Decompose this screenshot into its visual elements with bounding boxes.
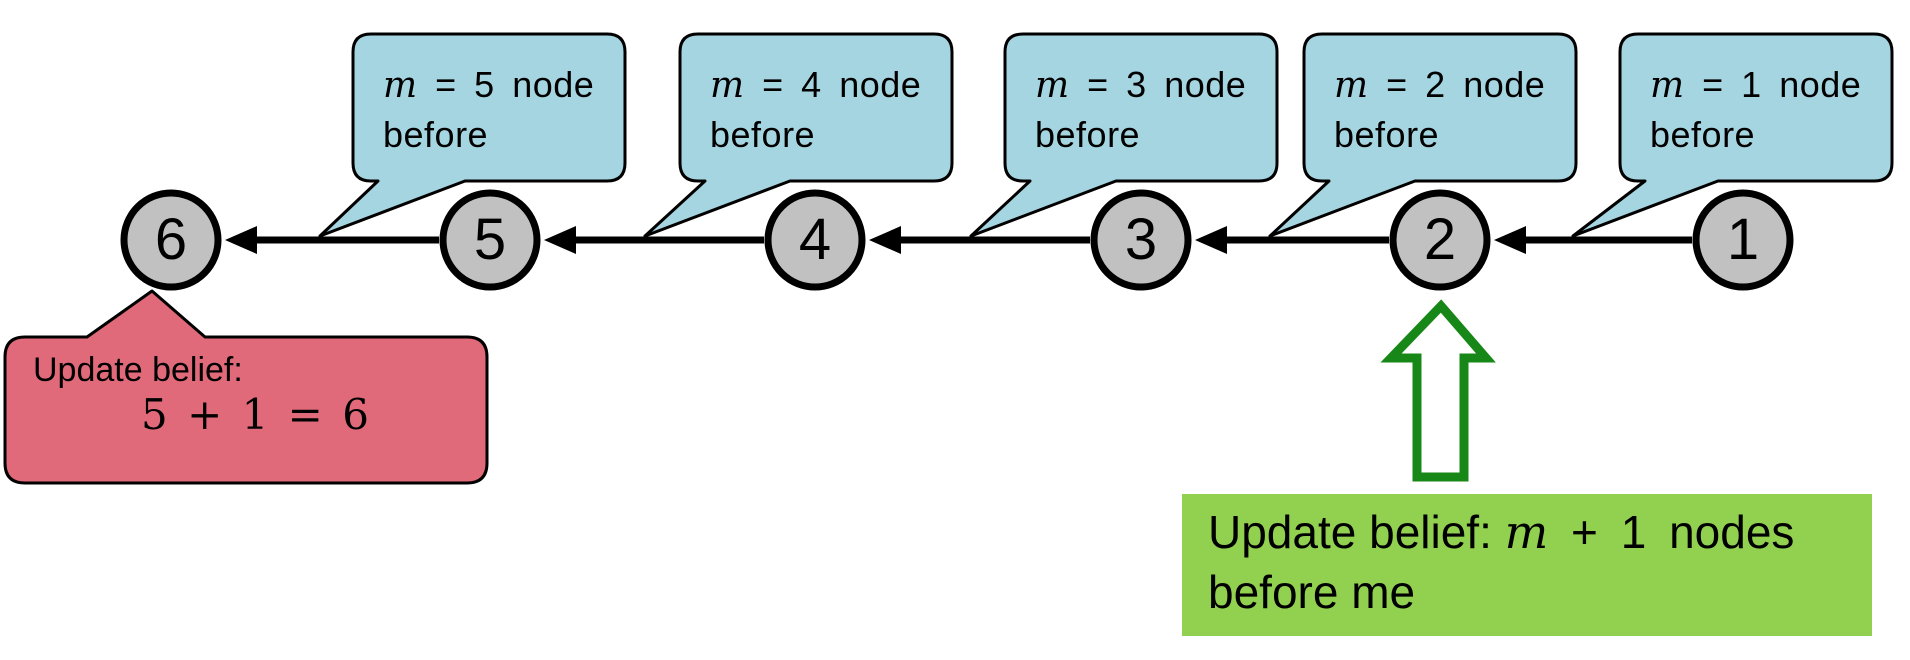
node-label-1: 1 <box>1726 207 1760 272</box>
callout-text-m3: m = 3 node before <box>1035 60 1246 159</box>
math-var-m: m <box>1650 65 1685 106</box>
callout-text-m5: m = 5 node before <box>383 60 594 159</box>
math-var-m: m <box>710 65 745 106</box>
result-line1: Update belief: <box>33 351 243 389</box>
callout-bubble-m4 <box>643 32 954 238</box>
node-label-5: 5 <box>473 207 507 272</box>
rule-suffix: + 1 nodes <box>1548 506 1795 558</box>
callout-m1-line2: before <box>1650 114 1756 155</box>
callout-m2-eq: = 2 node <box>1368 64 1546 105</box>
rule-prefix: Update belief: <box>1208 506 1505 558</box>
node-circle-4 <box>764 189 866 291</box>
callout-m4-line2: before <box>710 114 816 155</box>
arrowhead-into-4 <box>869 226 901 254</box>
callout-m3-eq: = 3 node <box>1069 64 1247 105</box>
callout-bubble-m2 <box>1268 32 1578 238</box>
math-var-m: m <box>1504 505 1549 559</box>
result-callout-bubble <box>3 289 489 485</box>
blue-callout-bubbles <box>318 32 1894 238</box>
callout-text-m4: m = 4 node before <box>710 60 921 159</box>
node-label-4: 4 <box>798 207 832 272</box>
edge-arrows <box>225 226 1692 254</box>
callout-text-m2: m = 2 node before <box>1334 60 1545 159</box>
callout-bubble-m5 <box>318 32 627 238</box>
callout-m2-line2: before <box>1334 114 1440 155</box>
math-var-m: m <box>1035 65 1070 106</box>
callout-m3-line2: before <box>1035 114 1141 155</box>
node-circle-1 <box>1692 189 1794 291</box>
callout-bubble-m1 <box>1571 32 1894 238</box>
node-circle-5 <box>439 189 541 291</box>
arrowhead-into-2 <box>1494 226 1526 254</box>
callout-m2-line1: m = 2 node <box>1334 60 1545 110</box>
callout-m1-line1: m = 1 node <box>1650 60 1861 110</box>
green-up-arrow-icon <box>1380 299 1496 482</box>
math-var-m: m <box>383 65 418 106</box>
chain-nodes <box>120 189 1794 291</box>
callout-bubble-m3 <box>969 32 1279 238</box>
arrowhead-into-3 <box>1195 226 1227 254</box>
callout-m1-eq: = 1 node <box>1684 64 1862 105</box>
callout-m4-line1: m = 4 node <box>710 60 921 110</box>
arrowhead-into-6 <box>225 226 257 254</box>
callout-m5-line2: before <box>383 114 489 155</box>
result-callout-text: Update belief: 5 + 1 = 6 <box>33 350 369 440</box>
update-rule-text: Update belief: m + 1 nodes before me <box>1208 502 1794 622</box>
callout-m4-eq: = 4 node <box>744 64 922 105</box>
node-label-6: 6 <box>154 207 188 272</box>
node-circle-6 <box>120 189 222 291</box>
update-rule-box: Update belief: m + 1 nodes before me <box>1182 494 1872 636</box>
math-var-m: m <box>1334 65 1369 106</box>
rule-line1: Update belief: m + 1 nodes <box>1208 502 1794 562</box>
node-circle-2 <box>1389 189 1491 291</box>
callout-m5-line1: m = 5 node <box>383 60 594 110</box>
result-line2: 5 + 1 = 6 <box>141 390 369 439</box>
callout-m3-line1: m = 3 node <box>1035 60 1246 110</box>
node-circle-3 <box>1090 189 1192 291</box>
rule-line2: before me <box>1208 566 1416 618</box>
node-label-3: 3 <box>1124 207 1158 272</box>
callout-m5-eq: = 5 node <box>417 64 595 105</box>
arrowhead-into-5 <box>544 226 576 254</box>
node-label-2: 2 <box>1423 207 1457 272</box>
callout-text-m1: m = 1 node before <box>1650 60 1861 159</box>
